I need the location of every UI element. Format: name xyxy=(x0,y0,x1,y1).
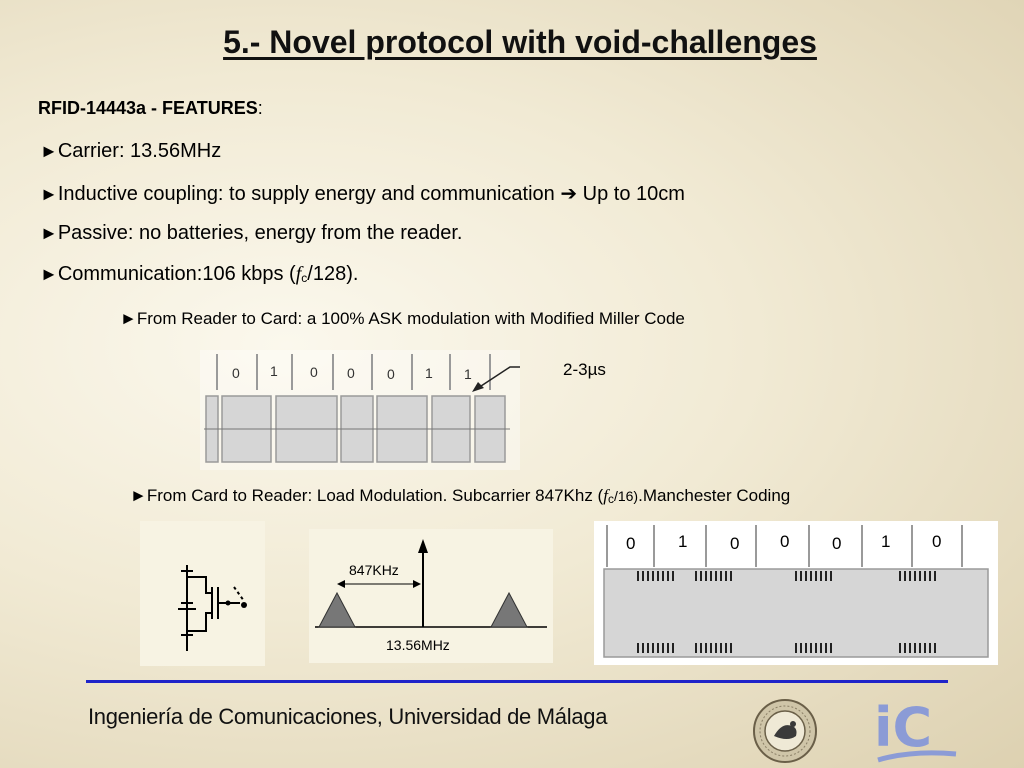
bullet-text: Inductive coupling: to supply energy and… xyxy=(57,183,555,205)
sub-bullet-text: From Reader to Card: a 100% ASK modulati… xyxy=(136,309,685,328)
bullet-marker: ► xyxy=(40,264,58,284)
miller-bit-label: 0 xyxy=(232,365,240,381)
bullet-communication: ►Communication:106 kbps (fc/128). xyxy=(40,263,358,286)
features-heading-text: RFID-14443a - FEATURES xyxy=(38,98,258,118)
sub-bullet-reader-to-card: ►From Reader to Card: a 100% ASK modulat… xyxy=(120,309,685,329)
footer-divider xyxy=(86,680,948,683)
bullet-marker: ► xyxy=(120,309,137,328)
sub-bullet-card-to-reader: ►From Card to Reader: Load Modulation. S… xyxy=(130,486,790,506)
bullet-passive: ►Passive: no batteries, energy from the … xyxy=(40,222,463,245)
miller-bit-label: 1 xyxy=(464,366,472,382)
sideband-offset-label: 847KHz xyxy=(349,562,399,578)
manchester-bit-label: 0 xyxy=(932,532,941,551)
bullet-text-end: /128). xyxy=(307,263,359,285)
manchester-bit-label: 0 xyxy=(626,534,635,553)
bullet-marker: ► xyxy=(40,223,58,243)
ic-logo: iC xyxy=(872,694,962,764)
sub-bullet-text-end: .Manchester Coding xyxy=(638,486,791,505)
subcarrier-spectrum-figure: 847KHz 13.56MHz xyxy=(309,529,553,663)
manchester-bit-label: 0 xyxy=(780,532,789,551)
bullet-text-range: Up to 10cm xyxy=(577,183,685,205)
university-seal-logo xyxy=(753,699,817,763)
freq-subscript: c xyxy=(607,492,614,506)
bullet-text: Communication:106 kbps ( xyxy=(57,263,296,285)
footer-institution: Ingeniería de Comunicaciones, Universida… xyxy=(88,704,608,729)
features-heading-colon: : xyxy=(257,98,263,118)
miller-bit-label: 1 xyxy=(425,365,433,381)
miller-bit-label: 0 xyxy=(310,364,318,380)
sub-bullet-text-mid: /16) xyxy=(613,488,639,504)
manchester-bit-label: 1 xyxy=(678,532,687,551)
bullet-marker: ► xyxy=(130,486,147,505)
manchester-bit-label: 0 xyxy=(832,534,841,553)
ic-logo-text: iC xyxy=(874,696,932,759)
freq-symbol: f xyxy=(295,263,302,285)
bullet-marker: ► xyxy=(40,141,58,161)
bullet-carrier: ►Carrier: 13.56MHz xyxy=(40,140,221,163)
carrier-frequency-label: 13.56MHz xyxy=(386,637,450,653)
miller-code-figure: 0 1 0 0 0 1 1 xyxy=(200,350,520,470)
manchester-code-figure: 0 1 0 0 0 1 0 xyxy=(594,521,998,665)
freq-symbol: f xyxy=(603,486,608,505)
pulse-duration-label: 2-3µs xyxy=(563,360,606,379)
features-heading: RFID-14443a - FEATURES: xyxy=(38,98,263,119)
right-arrow-icon: ➔ xyxy=(560,183,578,205)
manchester-bit-label: 1 xyxy=(881,532,890,551)
sub-bullet-text: From Card to Reader: Load Modulation. Su… xyxy=(146,486,604,505)
slide-title: 5.- Novel protocol with void-challenges xyxy=(223,24,817,60)
bullet-text: Carrier: 13.56MHz xyxy=(57,140,222,162)
load-modulation-circuit-figure xyxy=(140,521,265,666)
bullet-text: Passive: no batteries, energy from the r… xyxy=(57,222,463,244)
miller-bit-label: 0 xyxy=(387,366,395,382)
manchester-bit-label: 0 xyxy=(730,534,739,553)
bullet-marker: ► xyxy=(40,184,58,204)
miller-bit-label: 0 xyxy=(347,365,355,381)
ic-logo-mark: iC xyxy=(874,696,957,763)
bullet-inductive-coupling: ►Inductive coupling: to supply energy an… xyxy=(40,181,685,206)
freq-subscript: c xyxy=(301,271,308,285)
miller-bit-label: 1 xyxy=(270,363,278,379)
